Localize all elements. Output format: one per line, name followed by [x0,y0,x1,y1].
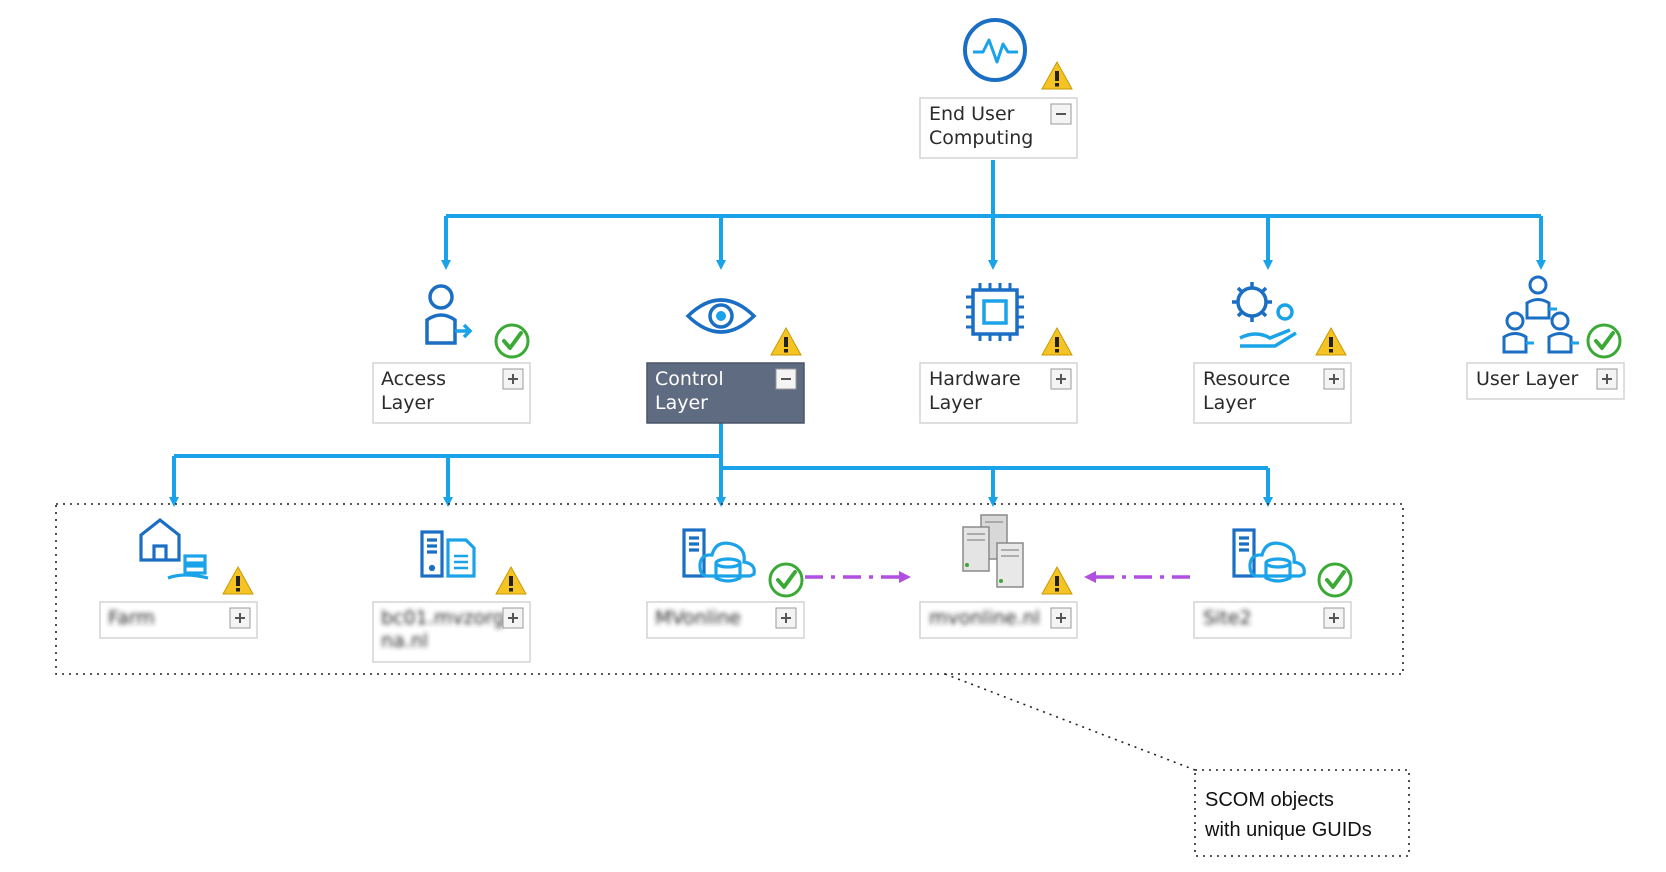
server-cloud-icon [1232,528,1306,583]
annotation-leader-line [944,673,1196,771]
expand-button[interactable] [1050,368,1072,390]
gear-hand-icon [1232,282,1297,348]
node-label-line2: Layer [381,392,434,414]
node-object-farm[interactable]: Farm [99,517,258,639]
expand-button[interactable] [502,368,524,390]
warning-icon [1315,327,1347,356]
node-label-line2: Layer [1203,392,1256,414]
ok-check-icon [768,562,804,598]
collapse-button[interactable] [1050,103,1072,125]
warning-icon [1041,566,1073,595]
node-label-blurred-line1: bc01.mvzorg [381,607,505,629]
node-user-layer[interactable]: User Layer [1466,275,1625,400]
expand-button[interactable] [775,607,797,629]
node-object-mvonline[interactable]: MVonline [646,528,805,639]
node-label-blurred: Farm [108,607,155,629]
node-end-user-computing[interactable]: End User Computing [919,18,1078,159]
chip-icon [966,283,1024,341]
pulse-icon [963,18,1027,82]
warning-icon [222,566,254,595]
node-label-line2: Layer [655,392,708,414]
node-resource-layer[interactable]: Resource Layer [1193,282,1352,424]
expand-button[interactable] [1323,368,1345,390]
ok-check-icon [1586,323,1622,359]
node-label-line2: Layer [929,392,982,414]
ok-check-icon [494,323,530,359]
node-label-line1: End User [929,103,1015,125]
user-access-icon [425,284,473,345]
warning-icon [495,566,527,595]
warning-icon [770,327,802,356]
server-cloud-icon [682,528,756,583]
node-label-blurred-line2: na.nl [381,630,428,652]
expand-button[interactable] [1050,607,1072,629]
root-connectors [441,160,1546,270]
expand-button[interactable] [502,607,524,629]
users-icon [1502,275,1579,354]
node-label-blurred: Site2 [1203,607,1252,629]
warning-icon [1041,61,1073,90]
node-label-blurred: mvonline.nl [929,607,1040,629]
node-control-layer[interactable]: Control Layer [646,298,805,424]
node-label-blurred: MVonline [655,607,741,629]
node-label: User Layer [1476,368,1579,390]
annotation-box [1194,769,1410,857]
collapse-button[interactable] [775,368,797,390]
node-label-line1: Hardware [929,368,1021,390]
annotation-text-line1: SCOM objects [1205,789,1334,811]
expand-button[interactable] [1323,607,1345,629]
node-object-site2[interactable]: Site2 [1193,528,1353,639]
node-object-server-cluster[interactable]: mvonline.nl [919,514,1078,639]
node-label-line1: Control [655,368,724,390]
node-access-layer[interactable]: Access Layer [372,284,531,424]
eye-icon [685,298,757,334]
scom-objects-region [55,503,1404,675]
expand-button[interactable] [229,607,251,629]
node-object-server-doc[interactable]: bc01.mvzorg na.nl [372,530,531,663]
node-label-line2: Computing [929,127,1033,149]
control-connectors [169,402,1273,507]
warning-icon [1041,327,1073,356]
server-document-icon [420,530,476,578]
node-label-line1: Resource [1203,368,1290,390]
server-cluster-icon [962,514,1024,588]
home-database-icon [139,517,209,580]
expand-button[interactable] [1596,368,1618,390]
node-label-line1: Access [381,368,446,390]
ok-check-icon [1317,562,1353,598]
annotation-text-line2: with unique GUIDs [1204,819,1372,841]
node-hardware-layer[interactable]: Hardware Layer [919,283,1078,424]
